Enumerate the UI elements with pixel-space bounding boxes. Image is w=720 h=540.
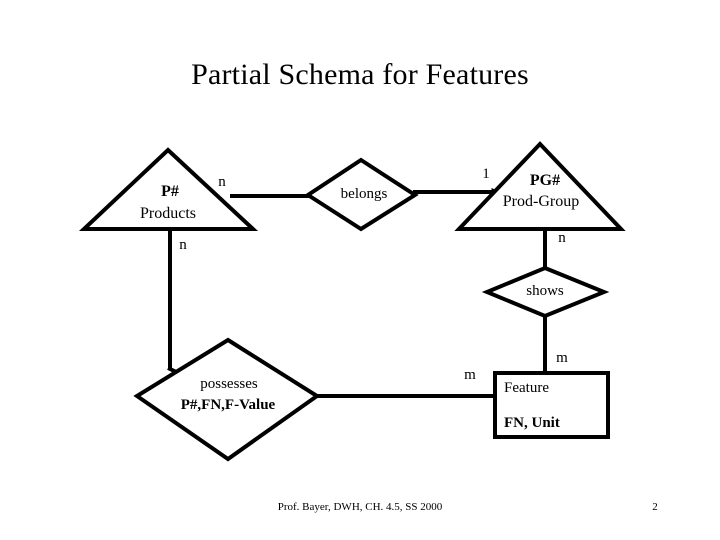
entity-prodgroup-key: PG#: [529, 172, 561, 189]
relationship-belongs-label: belongs: [340, 186, 388, 202]
cardinality-belongs-prodgroup: 1: [482, 166, 490, 182]
footer-credit: Prof. Bayer, DWH, CH. 4.5, SS 2000: [277, 501, 443, 513]
relationship-possesses-attributes: P#,FN,F-Value: [180, 397, 276, 413]
relationship-possesses-label: possesses: [200, 376, 258, 392]
entity-feature-attributes: FN, Unit: [504, 415, 560, 431]
relationship-possesses-shape[interactable]: [133, 337, 321, 462]
cardinality-shows-feature: m: [556, 350, 568, 366]
entity-feature-shape[interactable]: [493, 371, 610, 439]
page-number: 2: [652, 501, 658, 513]
cardinality-possesses-feature: m: [464, 367, 476, 383]
relationship-shows-label: shows: [526, 283, 564, 299]
cardinality-prodgroup-shows: n: [558, 230, 566, 246]
entity-products-key: P#: [161, 183, 179, 200]
relationship-belongs-shape[interactable]: [304, 157, 419, 232]
page-title: Partial Schema for Features: [191, 58, 529, 91]
cardinality-products-belongs: n: [218, 174, 226, 190]
entity-feature-name: Feature: [504, 380, 549, 396]
entity-products-shape[interactable]: [78, 147, 259, 231]
entity-products-name: Products: [140, 205, 196, 222]
relationship-shows-shape[interactable]: [481, 265, 610, 319]
entity-prodgroup-shape[interactable]: [454, 141, 626, 231]
entity-prodgroup-name: Prod-Group: [502, 193, 580, 210]
cardinality-products-possesses: n: [179, 237, 187, 253]
